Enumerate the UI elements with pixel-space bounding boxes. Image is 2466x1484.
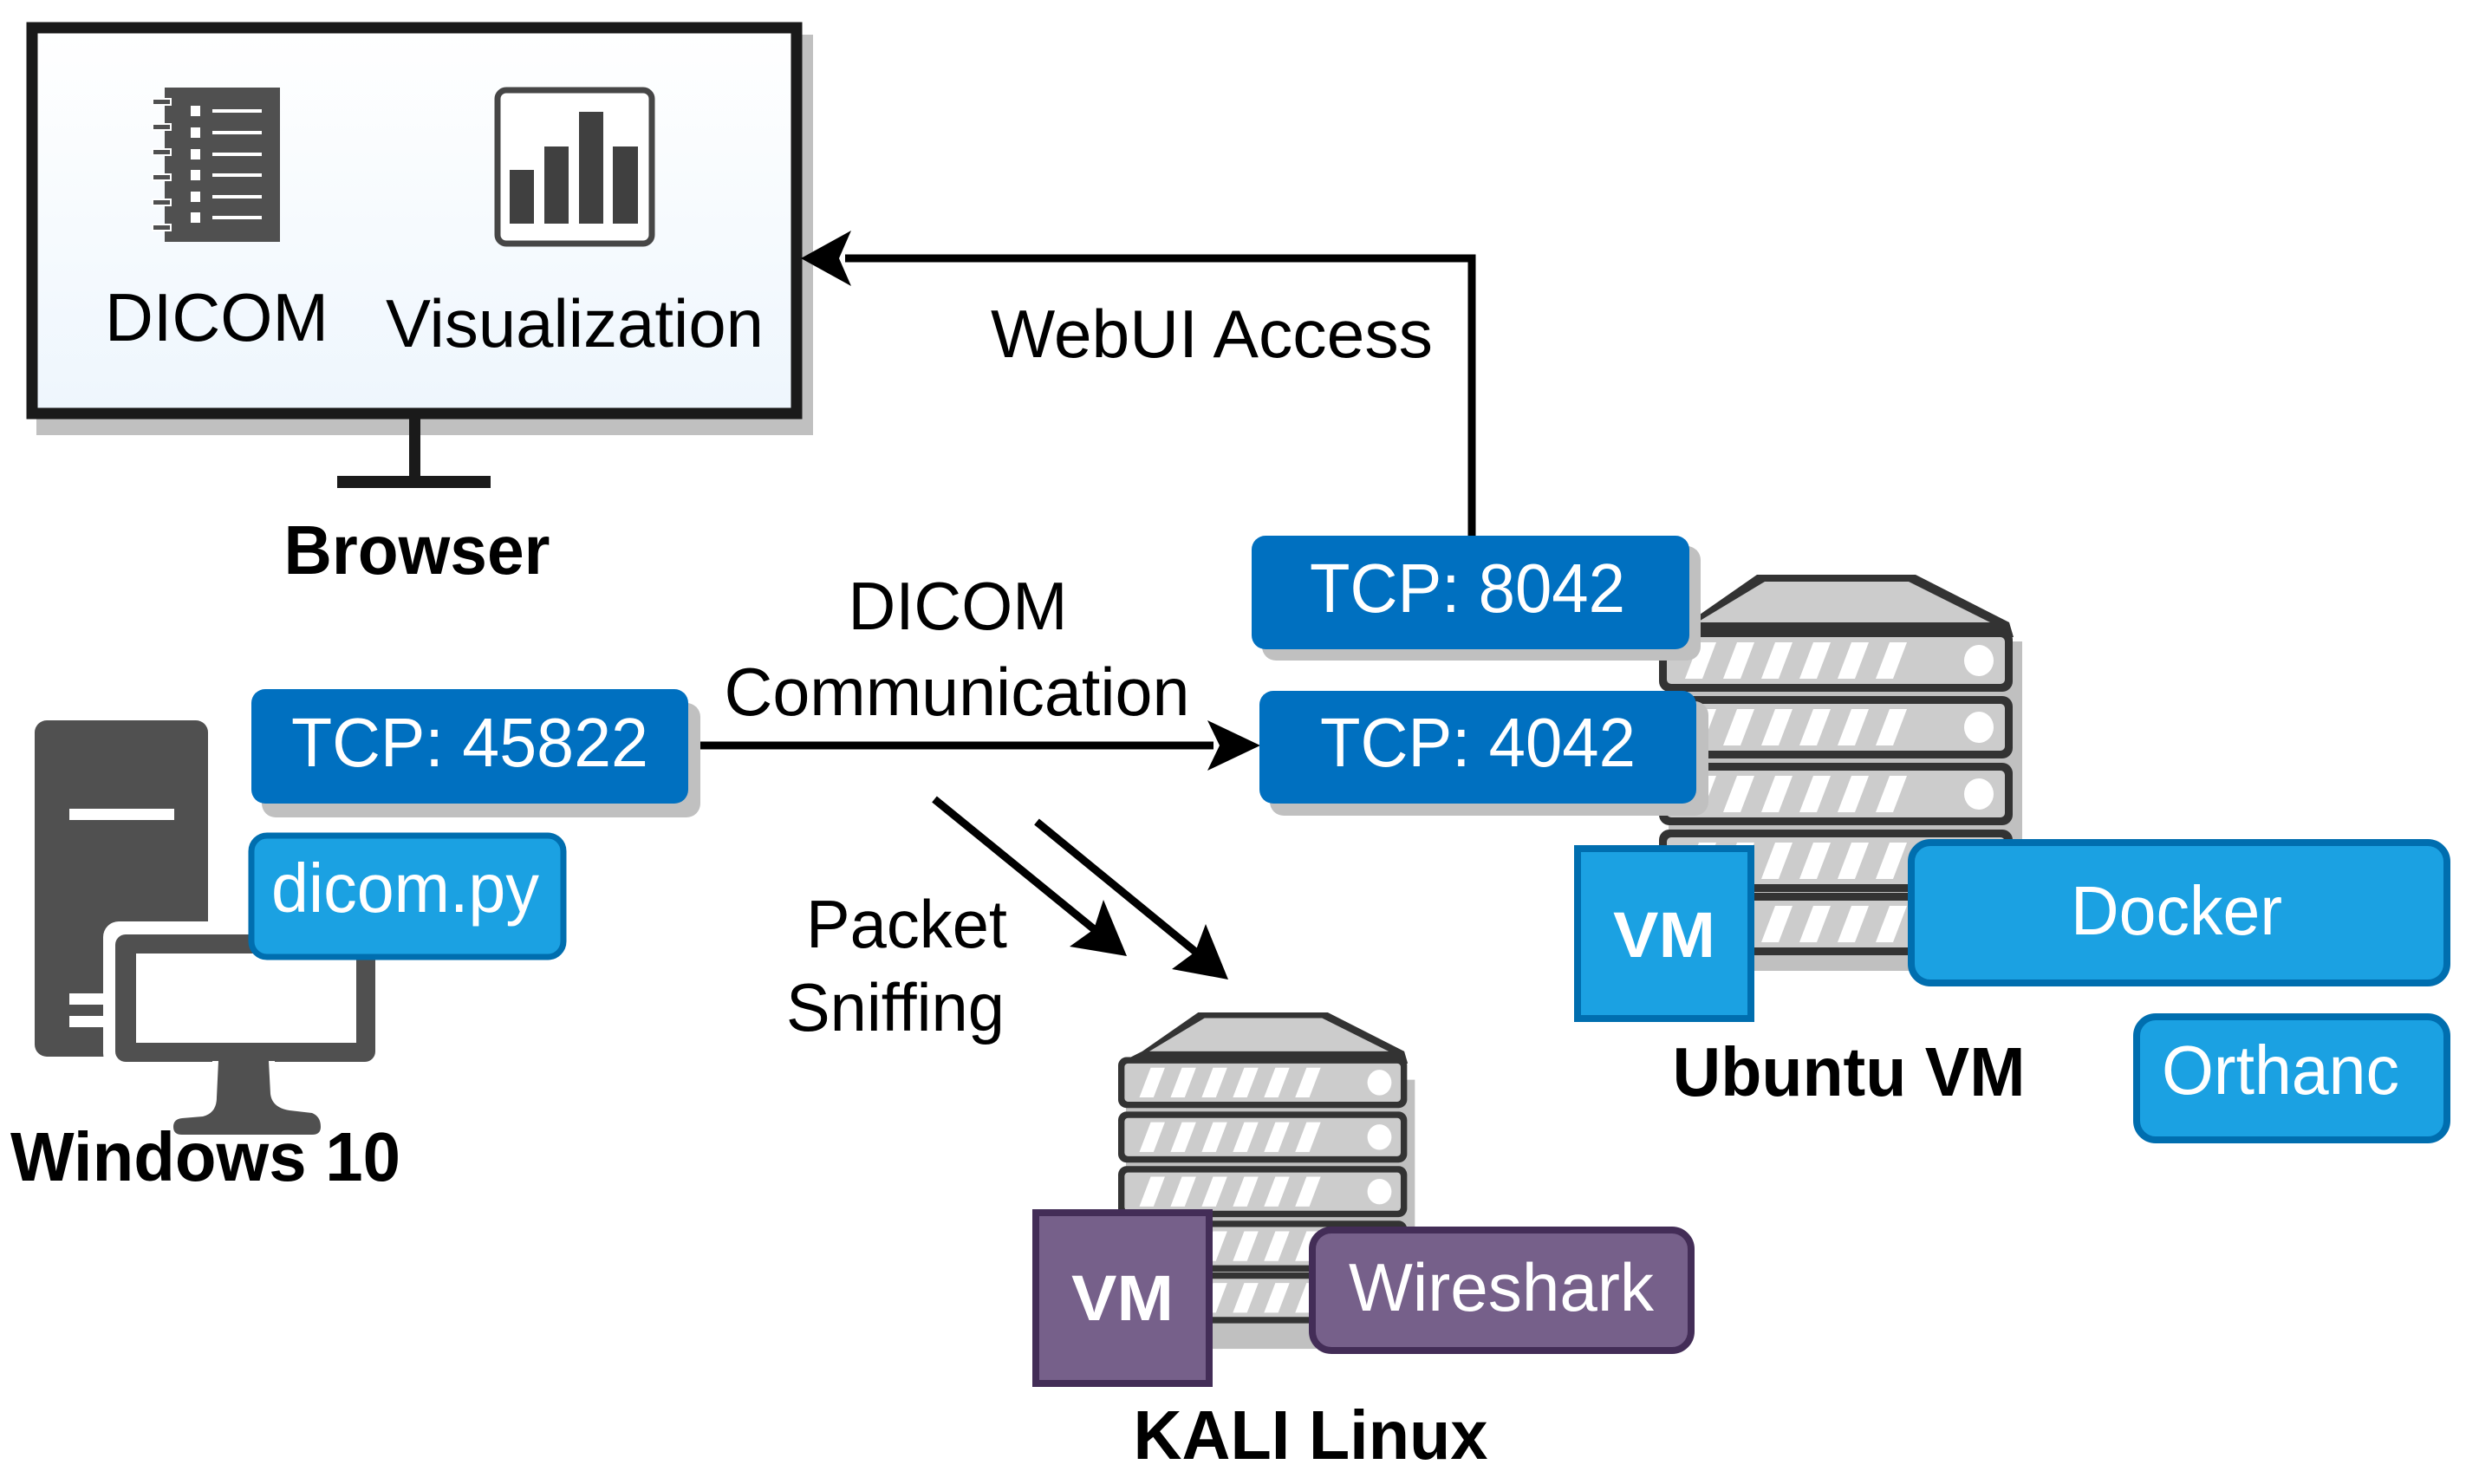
ubuntu-label: Ubuntu VM	[1673, 1033, 2026, 1110]
windows-label: Windows 10	[10, 1118, 400, 1195]
edge-dicom-communication: DICOM Communication	[688, 568, 1260, 771]
browser-panel-visualization-label: Visualization	[386, 285, 764, 361]
browser-node: DICOM Visualization Browser	[26, 22, 813, 589]
container-docker: Docker	[1908, 839, 2450, 986]
monitor-stand-base	[337, 476, 491, 488]
port-badge-8042: TCP: 8042	[1252, 536, 1689, 649]
port-8042-label: TCP: 8042	[1310, 550, 1625, 627]
edge-packet-sniffing: Packet Sniffing	[786, 796, 1228, 1045]
edge-webui-label: WebUI Access	[991, 296, 1433, 372]
ubuntu-node: TCP: 8042 TCP: 4042 VM Docker Orthanc Ub…	[1252, 536, 2450, 1143]
app-wireshark-label: Wireshark	[1349, 1249, 1655, 1325]
windows-node: TCP: 45822 dicom.py Windows 10	[10, 689, 700, 1195]
ubuntu-vm-badge: VM	[1574, 845, 1754, 1022]
monitor-screen	[26, 22, 803, 420]
browser-label: Browser	[284, 511, 550, 589]
container-orthanc: Orthanc	[2133, 1013, 2450, 1143]
desktop-computer-icon	[35, 720, 379, 1139]
browser-panel-dicom-label: DICOM	[105, 279, 329, 355]
app-dicom-py-label: dicom.py	[271, 849, 539, 927]
app-dicom-py: dicom.py	[248, 832, 567, 960]
port-45822-label: TCP: 45822	[291, 704, 648, 781]
monitor-stand-neck	[409, 419, 420, 479]
kali-vm-badge: VM	[1032, 1209, 1213, 1387]
kali-node: VM Wireshark KALI Linux	[1032, 1012, 1695, 1474]
edge-webui-access: WebUI Access	[801, 231, 1476, 537]
arrowhead-right	[1207, 720, 1260, 771]
arrowhead-left	[801, 231, 851, 286]
port-badge-45822: TCP: 45822	[251, 689, 688, 804]
container-orthanc-label: Orthanc	[2162, 1032, 2399, 1109]
edge-dicom-label-line1: DICOM	[849, 568, 1068, 644]
port-badge-4042: TCP: 4042	[1259, 691, 1696, 804]
edge-dicom-label-line2: Communication	[725, 654, 1190, 730]
kali-vm-badge-label: VM	[1071, 1262, 1174, 1334]
ubuntu-vm-badge-label: VM	[1613, 899, 1715, 971]
arrowhead-diag-2	[1172, 924, 1228, 980]
port-4042-label: TCP: 4042	[1320, 704, 1636, 781]
list-document-icon	[152, 88, 280, 242]
arrowhead-diag-1	[1070, 900, 1127, 956]
app-wireshark: Wireshark	[1309, 1227, 1695, 1354]
container-docker-label: Docker	[2071, 872, 2282, 949]
ubuntu-server-icon	[1659, 575, 2022, 971]
edge-sniff-label-line2: Sniffing	[786, 969, 1005, 1045]
bar-chart-icon	[494, 87, 655, 247]
kali-label: KALI Linux	[1134, 1396, 1488, 1474]
edge-sniff-label-line1: Packet	[806, 886, 1007, 962]
